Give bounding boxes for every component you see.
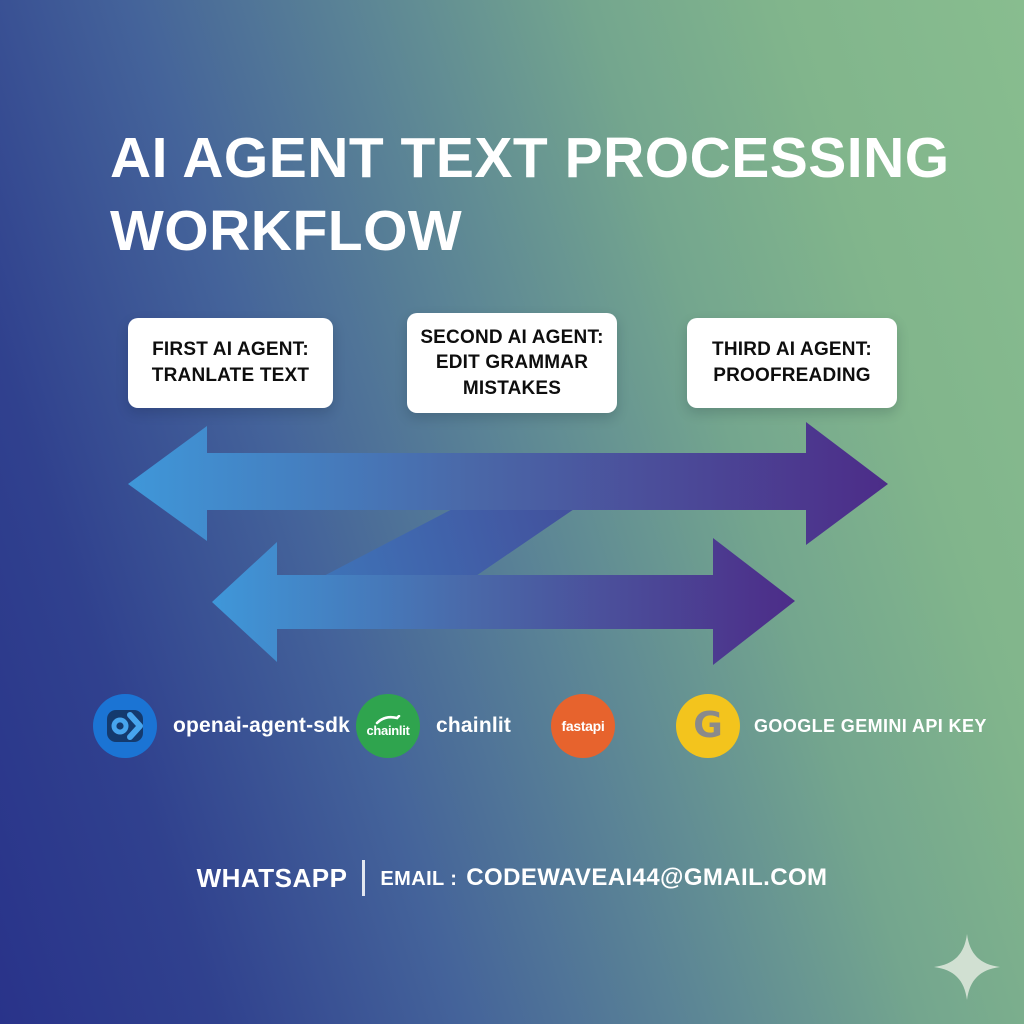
agent-card-second: SECOND AI AGENT: EDIT GRAMMAR MISTAKES (407, 313, 617, 413)
email-label: EMAIL : (380, 868, 458, 890)
tool-openai-label: openai-agent-sdk (173, 714, 351, 737)
google-g-letter: G (693, 705, 723, 746)
bottom-double-arrow (212, 538, 795, 665)
agent-card-first-heading: FIRST AI AGENT: (152, 339, 309, 361)
footer-divider (362, 860, 366, 896)
page-title: AI AGENT TEXT PROCESSING WORKFLOW (110, 122, 960, 268)
tool-fastapi: fastapi (551, 694, 615, 758)
diagonal-connector-band (316, 505, 580, 580)
tool-chainlit: chainlit chainlit (356, 694, 511, 758)
chainlit-icon: chainlit (356, 694, 420, 758)
agent-card-first-task: TRANLATE TEXT (151, 365, 310, 386)
chainlit-swoosh (375, 714, 401, 724)
sparkle-icon (934, 934, 1000, 1000)
google-g-icon: G (676, 694, 740, 758)
tool-google-gemini-label: GOOGLE GEMINI API KEY (754, 715, 987, 736)
page-title-line-1: AI AGENT TEXT PROCESSING (110, 126, 950, 190)
contact-footer: WHATSAPP EMAIL : CODEWAVEAI44@GMAIL.COM (0, 860, 1024, 896)
openai-agents-sdk-icon (93, 694, 157, 758)
fastapi-icon: fastapi (551, 694, 615, 758)
tool-google-gemini: G GOOGLE GEMINI API KEY (676, 694, 987, 758)
email-address: CODEWAVEAI44@GMAIL.COM (466, 864, 828, 891)
agent-card-third-task: PROOFREADING (713, 365, 871, 386)
whatsapp-label: WHATSAPP (196, 862, 348, 893)
openai-agents-sdk-glyph (107, 710, 143, 742)
top-double-arrow (128, 422, 888, 545)
agent-card-third-heading: THIRD AI AGENT: (712, 339, 872, 361)
fastapi-icon-wordmark: fastapi (561, 718, 605, 734)
agent-card-second-heading: SECOND AI AGENT: (420, 326, 604, 348)
tool-chainlit-label: chainlit (436, 714, 512, 737)
agent-card-third: THIRD AI AGENT: PROOFREADING (687, 318, 897, 408)
page-title-line-2: WORKFLOW (110, 198, 463, 263)
chainlit-icon-wordmark: chainlit (366, 722, 410, 738)
email-contact: EMAIL : CODEWAVEAI44@GMAIL.COM (380, 864, 827, 892)
agent-card-first: FIRST AI AGENT: TRANLATE TEXT (128, 318, 333, 408)
agent-card-second-task: EDIT GRAMMAR MISTAKES (435, 352, 589, 399)
tool-openai-agent-sdk: openai-agent-sdk (93, 694, 350, 758)
